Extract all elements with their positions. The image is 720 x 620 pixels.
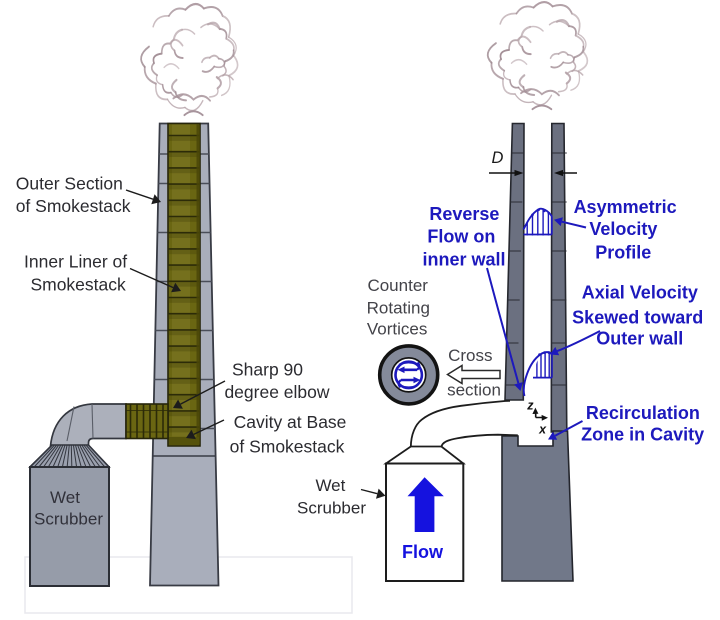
svg-text:Vortices: Vortices [367, 320, 427, 339]
svg-text:z: z [526, 399, 534, 413]
svg-text:Counter: Counter [367, 276, 428, 295]
svg-text:Sharp 90: Sharp 90 [232, 360, 303, 380]
svg-text:Flow on: Flow on [427, 227, 495, 247]
svg-text:section: section [447, 381, 501, 400]
svg-text:D: D [492, 149, 504, 167]
svg-text:Outer wall: Outer wall [596, 328, 683, 348]
svg-text:Axial Velocity: Axial Velocity [582, 283, 698, 303]
svg-text:Velocity: Velocity [589, 219, 657, 239]
svg-text:Wet: Wet [50, 488, 80, 507]
svg-text:Outer Section: Outer Section [16, 173, 123, 193]
svg-text:degree elbow: degree elbow [224, 382, 329, 402]
svg-text:Scrubber: Scrubber [297, 498, 366, 517]
svg-text:x: x [538, 423, 547, 437]
svg-text:Skewed toward: Skewed toward [572, 308, 703, 328]
svg-text:Profile: Profile [595, 243, 651, 263]
svg-text:Scrubber: Scrubber [34, 510, 103, 529]
svg-text:of Smokestack: of Smokestack [230, 436, 345, 456]
svg-text:of Smokestack: of Smokestack [16, 196, 131, 216]
svg-text:inner wall: inner wall [422, 250, 505, 270]
svg-text:Asymmetric: Asymmetric [574, 197, 677, 217]
svg-text:Rotating: Rotating [367, 299, 430, 318]
svg-text:Cross: Cross [448, 346, 492, 365]
svg-text:Reverse: Reverse [429, 204, 499, 224]
svg-text:Cavity at Base: Cavity at Base [234, 412, 347, 432]
svg-text:Inner Liner of: Inner Liner of [24, 252, 127, 272]
svg-text:Flow: Flow [402, 542, 444, 562]
svg-text:Wet: Wet [315, 476, 345, 495]
svg-text:Recirculation: Recirculation [586, 403, 700, 423]
svg-text:Zone in Cavity: Zone in Cavity [581, 425, 704, 445]
svg-text:Smokestack: Smokestack [30, 275, 126, 295]
